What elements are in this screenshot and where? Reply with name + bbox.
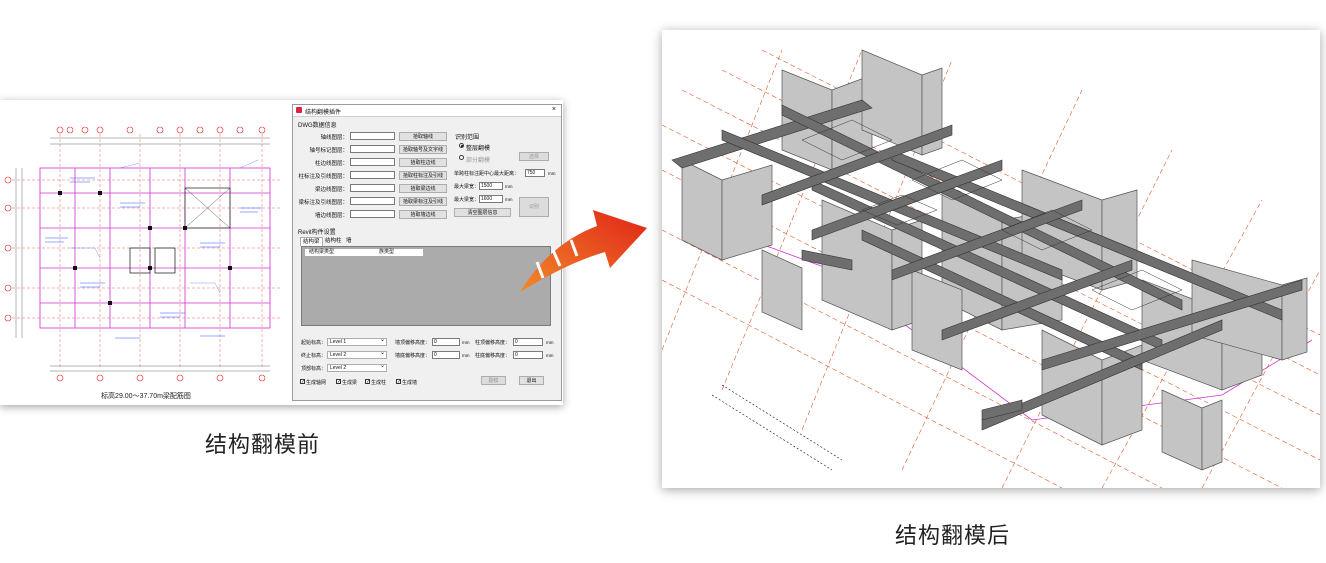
wall-top-offset-input[interactable]: 0 <box>432 338 460 346</box>
col-top-offset-unit: mm <box>546 340 554 345</box>
beam-width-unit: mm <box>505 184 513 189</box>
before-screenshot-panel: 标高29.00～37.70m梁配筋图 结构翻模插件 × DWG数据信息 轴线图层… <box>0 100 563 405</box>
section-dwg-info: DWG数据信息 <box>298 123 337 129</box>
cad-drawing-caption: 标高29.00～37.70m梁配筋图 <box>101 393 191 400</box>
max-distance-input[interactable]: 750 <box>525 169 545 177</box>
checkbox-generate-beam-label: 生成梁 <box>342 380 358 386</box>
beam-width-input[interactable]: 1500 <box>479 182 503 190</box>
end-level-select[interactable]: Level 2 <box>327 350 387 359</box>
tab-column[interactable]: 结构柱 <box>325 238 342 244</box>
start-level-label: 起始标高： <box>301 340 327 346</box>
checkbox-generate-wall-label: 生成墙 <box>402 380 418 386</box>
structure-modeling-dialog: 结构翻模插件 × DWG数据信息 轴线图层： 拾取轴线轴号标记图层： 拾取轴号及文字… <box>292 104 562 401</box>
top-level-select[interactable]: Level 2 <box>327 363 387 372</box>
section-range: 识别范围 <box>455 135 480 141</box>
radio-partial-label: 部分翻模 <box>466 158 491 164</box>
checkbox-generate-grid[interactable]: ✓ <box>300 379 306 385</box>
grid-col-family-type: 族类型 <box>379 249 395 255</box>
layer-row-pick-button[interactable]: 拾取梁边线 <box>399 184 447 193</box>
exit-button[interactable]: 退出 <box>519 376 544 385</box>
layer-row-input[interactable] <box>350 158 395 166</box>
layer-row-input[interactable] <box>350 171 395 179</box>
layer-row-label: 轴线图层： <box>320 135 348 141</box>
col-bottom-offset-label: 柱底偏移高度： <box>475 353 511 359</box>
layer-row-pick-button[interactable]: 拾取柱边线 <box>399 158 447 167</box>
beam-height-unit: mm <box>505 197 513 202</box>
layer-row-input[interactable] <box>350 210 395 218</box>
layer-row-pick-button[interactable]: 拾取梁标注及引线 <box>399 197 447 206</box>
cad-floor-plan <box>4 126 280 382</box>
radio-partial[interactable] <box>459 155 464 160</box>
layer-row-input[interactable] <box>350 132 395 140</box>
checkbox-generate-column[interactable]: ✓ <box>365 379 371 385</box>
revit-3d-model-view[interactable] <box>662 30 1320 488</box>
transition-arrow-icon <box>520 210 647 292</box>
max-distance-unit: mm <box>548 171 556 176</box>
grid-header: 结构梁类型 族类型 <box>305 249 423 256</box>
beam-height-label: 最大梁宽： <box>454 197 480 203</box>
end-level-label: 终止标高： <box>301 353 327 359</box>
dialog-title: 结构翻模插件 <box>305 110 342 116</box>
component-grid[interactable]: 结构梁类型 族类型 <box>301 246 551 326</box>
grid-col-beam-type: 结构梁类型 <box>309 249 335 255</box>
wall-top-offset-unit: mm <box>462 340 470 345</box>
layer-row-pick-button[interactable]: 拾取柱标注及引线 <box>399 171 447 180</box>
after-screenshot-panel <box>662 30 1320 488</box>
col-top-offset-input[interactable]: 0 <box>513 338 543 346</box>
ok-button[interactable]: 翻模 <box>481 376 506 385</box>
wall-bottom-offset-input[interactable]: 0 <box>432 351 460 359</box>
after-caption: 结构翻模后 <box>895 523 1011 548</box>
close-icon[interactable]: × <box>551 106 556 113</box>
checkbox-generate-column-label: 生成柱 <box>371 380 387 386</box>
layer-row-label: 墙边线图层： <box>314 213 348 219</box>
checkbox-generate-grid-label: 生成轴网 <box>306 380 327 386</box>
beam-height-input[interactable]: 1600 <box>479 195 503 203</box>
recognize-button[interactable]: 识别 <box>519 197 549 217</box>
layer-row-label: 梁边线图层： <box>314 187 348 193</box>
layer-row-pick-button[interactable]: 拾取墙边线 <box>399 210 447 219</box>
layer-row-input[interactable] <box>350 145 395 153</box>
col-bottom-offset-input[interactable]: 0 <box>513 351 543 359</box>
checkbox-generate-wall[interactable]: ✓ <box>396 379 402 385</box>
layer-row-label: 梁标注及引线图层： <box>298 200 348 206</box>
wall-top-offset-label: 墙顶偏移高度： <box>395 340 431 346</box>
layer-row-label: 柱边线图层： <box>314 161 348 167</box>
section-revit: Revit构件设置 <box>298 230 336 236</box>
tab-wall[interactable]: 墙 <box>346 238 352 244</box>
radio-whole-floor[interactable] <box>459 143 464 148</box>
tab-beam[interactable]: 结构梁 <box>300 237 323 246</box>
app-icon <box>296 107 302 113</box>
before-caption: 结构翻模前 <box>205 432 321 457</box>
checkbox-generate-beam[interactable]: ✓ <box>336 379 342 385</box>
wall-bottom-offset-label: 墙底偏移高度： <box>395 353 431 359</box>
max-distance-label: 单跨柱标注距中心最大距离： <box>454 171 520 177</box>
radio-whole-floor-label: 整层翻模 <box>466 146 491 152</box>
col-top-offset-label: 柱顶偏移高度： <box>475 340 511 346</box>
layer-row-label: 轴号标记图层： <box>309 148 348 154</box>
layer-row-pick-button[interactable]: 拾取轴号及文字线 <box>399 145 447 154</box>
clear-layers-button[interactable]: 清空图层信息 <box>454 208 511 217</box>
layer-row-input[interactable] <box>350 184 395 192</box>
cad-drawing-viewport[interactable]: 标高29.00～37.70m梁配筋图 <box>0 108 292 405</box>
layer-row-pick-button[interactable]: 拾取轴线 <box>399 132 447 141</box>
layer-row-input[interactable] <box>350 197 395 205</box>
select-button[interactable]: 选择 <box>519 152 549 161</box>
col-bottom-offset-unit: mm <box>546 353 554 358</box>
start-level-select[interactable]: Level 1 <box>327 337 387 346</box>
dialog-titlebar: 结构翻模插件 × <box>293 105 561 117</box>
wall-bottom-offset-unit: mm <box>462 353 470 358</box>
beam-width-label: 最大梁宽： <box>454 184 480 190</box>
top-level-label: 顶部标高： <box>301 366 327 372</box>
layer-row-label: 柱标注及引线图层： <box>298 174 348 180</box>
